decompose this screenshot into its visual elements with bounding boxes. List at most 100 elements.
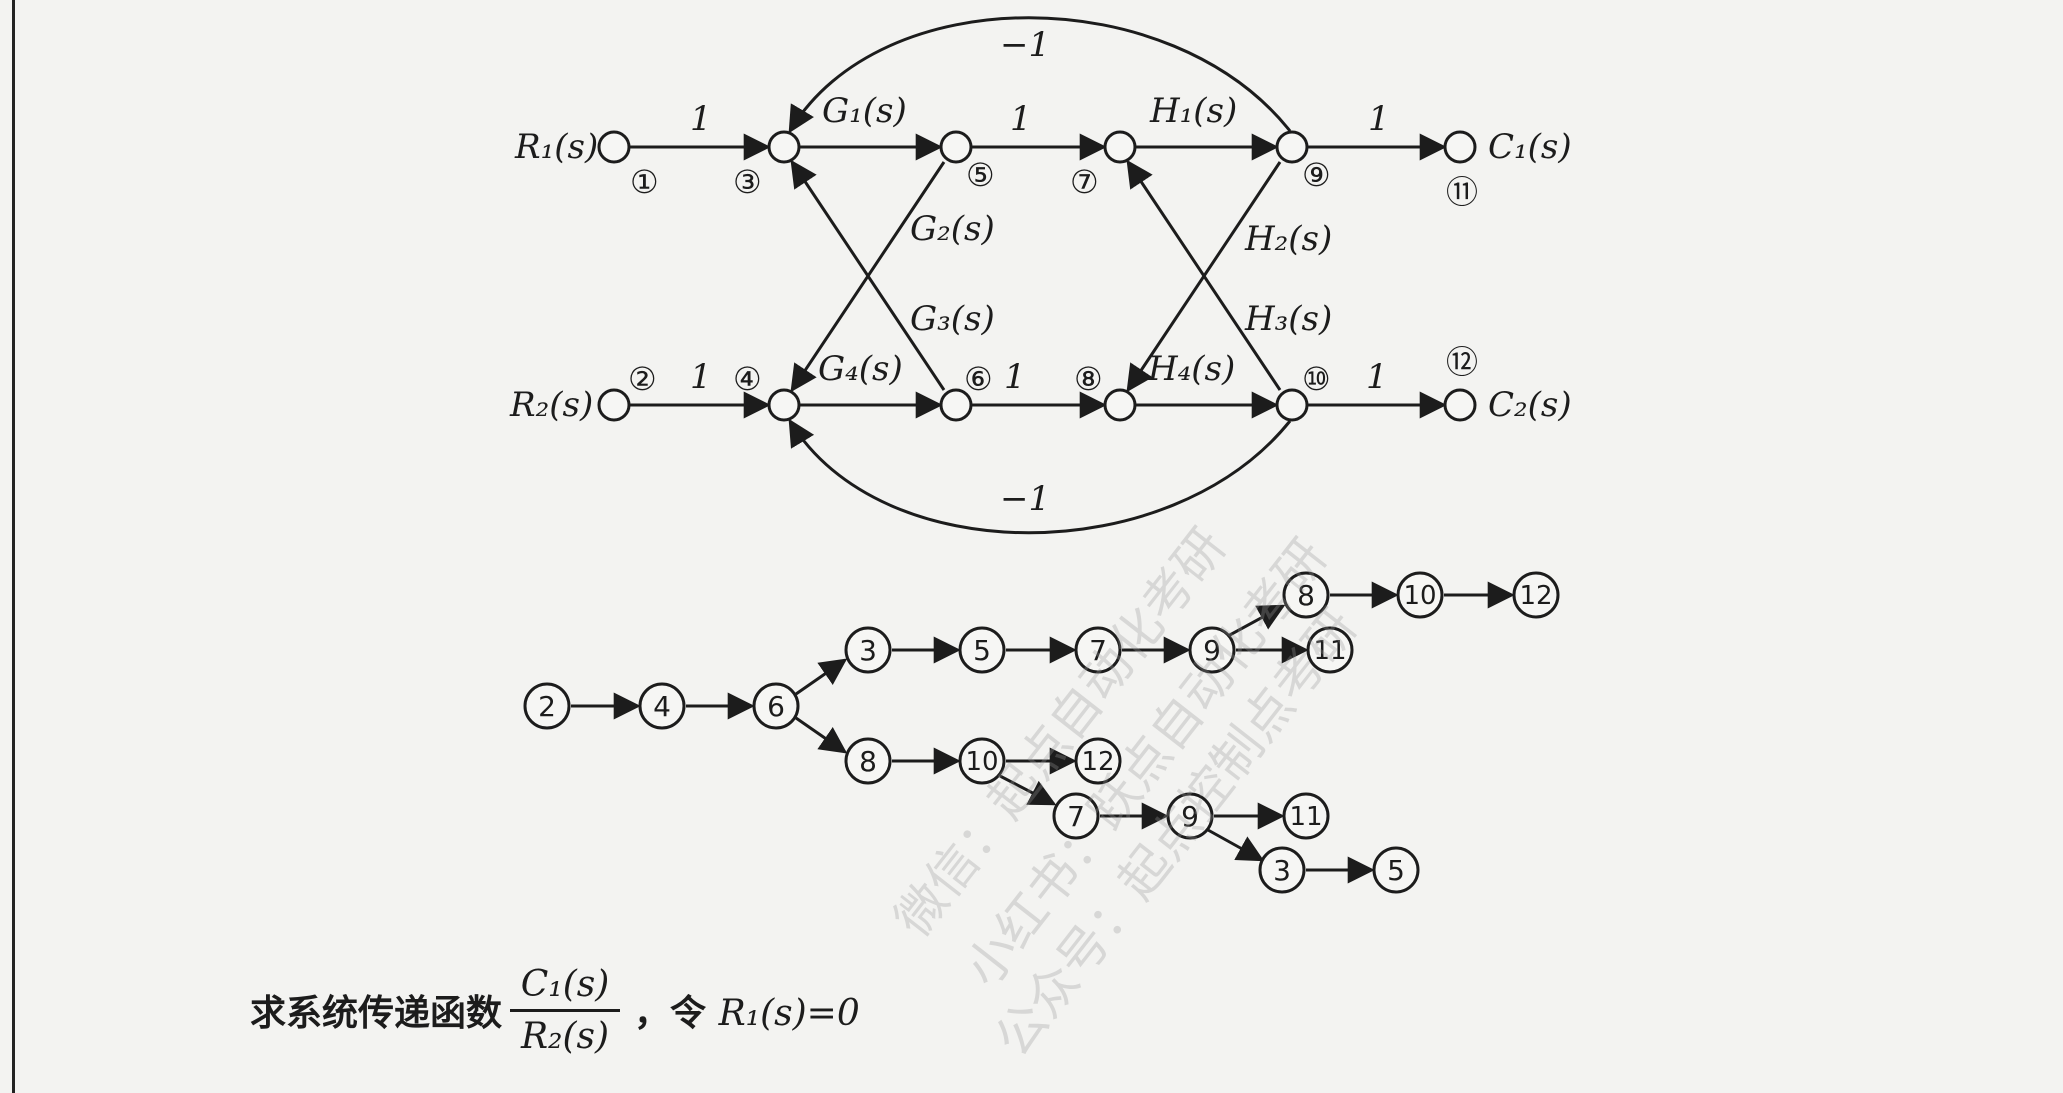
gain-10-4: −1 bbox=[1000, 479, 1050, 519]
tree-node-3 bbox=[844, 626, 892, 674]
tree-node-9b bbox=[1166, 792, 1214, 840]
question-suffix: ，令 R₁(s)=0 bbox=[634, 984, 860, 1036]
tree-edge-6-8 bbox=[795, 716, 848, 754]
tree-node-3b bbox=[1258, 846, 1306, 894]
tree-edge-9-8 bbox=[1227, 604, 1286, 638]
page-border bbox=[12, 0, 15, 1093]
tree-label-11b: 11 bbox=[1289, 802, 1322, 832]
tree-node-9 bbox=[1188, 626, 1236, 674]
tree-node-2 bbox=[523, 682, 571, 730]
signal-r2-label: R₂(s) bbox=[509, 385, 593, 425]
sfg-node-label-2: ② bbox=[628, 360, 657, 398]
tree-label-9: 9 bbox=[1203, 634, 1221, 667]
gain-6-8: 1 bbox=[1004, 357, 1026, 397]
sfg-node-9 bbox=[1275, 130, 1309, 164]
signal-c1-label: C₁(s) bbox=[1488, 127, 1572, 167]
sfg-node-label-7: ⑦ bbox=[1070, 163, 1099, 201]
edge-10-4-feedback bbox=[788, 418, 1292, 535]
sfg-node-1 bbox=[597, 130, 631, 164]
tree-label-7: 7 bbox=[1089, 634, 1107, 667]
tree-label-5: 5 bbox=[973, 634, 991, 667]
gain-1-3: 1 bbox=[690, 99, 712, 139]
signal-flow-graph bbox=[630, 16, 1447, 535]
tree-edge-10-7 bbox=[999, 774, 1057, 806]
sfg-node-11 bbox=[1443, 130, 1477, 164]
tree-label-4: 4 bbox=[653, 690, 671, 723]
tree-label-10: 10 bbox=[1403, 581, 1436, 611]
tree-label-2: 2 bbox=[538, 690, 556, 723]
tree-label-11: 11 bbox=[1313, 636, 1346, 666]
watermark: 微信：起点自动化考研 小红书：跃点自动化考研 公众号：起点控制点考研 bbox=[884, 518, 1368, 1068]
tree-label-8b: 8 bbox=[859, 745, 877, 778]
gain-7-9: H₁(s) bbox=[1149, 91, 1237, 131]
signal-r1-label: R₁(s) bbox=[514, 127, 598, 167]
path-tree-nodes bbox=[523, 571, 1560, 894]
sfg-node-label-5: ⑤ bbox=[966, 156, 995, 194]
sfg-node-numbers: ① ③ ⑤ ⑦ ⑨ ⑪ ② ④ ⑥ ⑧ ⑩ ⑫ bbox=[628, 156, 1478, 398]
fraction-bar bbox=[510, 1008, 621, 1012]
sfg-node-8 bbox=[1103, 388, 1137, 422]
tree-node-4 bbox=[638, 682, 686, 730]
gain-4-6: G₄(s) bbox=[818, 349, 903, 389]
tree-label-3b: 3 bbox=[1273, 854, 1291, 887]
question-text: 求系统传递函数 C₁(s) R₂(s) ，令 R₁(s)=0 bbox=[250, 950, 860, 1070]
question-suffix-text: ，令 bbox=[634, 992, 707, 1034]
tree-label-3: 3 bbox=[859, 634, 877, 667]
gain-9-8: H₂(s) bbox=[1244, 219, 1332, 259]
tree-label-6: 6 bbox=[767, 690, 785, 723]
tree-node-11 bbox=[1306, 626, 1354, 674]
tree-node-11b bbox=[1282, 792, 1330, 840]
path-tree-node-numbers: 2 4 6 3 5 7 9 8 10 12 11 8 10 12 7 9 11 … bbox=[538, 579, 1552, 887]
sfg-node-12 bbox=[1443, 388, 1477, 422]
tree-edge-6-3 bbox=[795, 658, 848, 696]
tree-node-5b bbox=[1372, 846, 1420, 894]
sfg-node-label-9: ⑨ bbox=[1302, 156, 1331, 194]
gain-3-5: G₁(s) bbox=[822, 91, 907, 131]
sfg-node-label-10: ⑩ bbox=[1302, 360, 1331, 398]
sfg-node-label-3: ③ bbox=[733, 163, 762, 201]
fraction-denominator: R₂(s) bbox=[520, 1015, 610, 1057]
tree-node-6 bbox=[752, 682, 800, 730]
tree-node-7b bbox=[1052, 792, 1100, 840]
edge-6-3 bbox=[790, 159, 946, 391]
gain-10-12: 1 bbox=[1366, 357, 1388, 397]
edge-9-3-feedback bbox=[788, 16, 1292, 134]
question-prefix: 求系统传递函数 bbox=[250, 992, 503, 1034]
tree-node-7 bbox=[1074, 626, 1122, 674]
tree-node-10b bbox=[958, 737, 1006, 785]
sfg-node-label-1: ① bbox=[630, 163, 659, 201]
transfer-function-fraction: C₁(s) R₂(s) bbox=[510, 963, 621, 1057]
sfg-node-label-6: ⑥ bbox=[964, 360, 993, 398]
tree-node-8b bbox=[844, 737, 892, 785]
fraction-numerator: C₁(s) bbox=[520, 963, 610, 1005]
gain-8-10: H₄(s) bbox=[1147, 349, 1235, 389]
sfg-node-4 bbox=[767, 388, 801, 422]
tree-label-7b: 7 bbox=[1067, 800, 1085, 833]
signal-c2-label: C₂(s) bbox=[1488, 385, 1572, 425]
tree-edge-9-3 bbox=[1207, 828, 1265, 862]
tree-node-8 bbox=[1282, 571, 1330, 619]
tree-label-10b: 10 bbox=[965, 747, 998, 777]
edge-10-7 bbox=[1126, 159, 1282, 391]
gain-9-11: 1 bbox=[1368, 99, 1390, 139]
sfg-node-6 bbox=[939, 388, 973, 422]
sfg-signal-labels: R₁(s) R₂(s) C₁(s) C₂(s) bbox=[509, 127, 1572, 425]
gain-10-7: H₃(s) bbox=[1244, 299, 1332, 339]
sfg-node-label-12: ⑫ bbox=[1446, 343, 1478, 381]
sfg-node-7 bbox=[1103, 130, 1137, 164]
sfg-node-label-11: ⑪ bbox=[1446, 173, 1478, 211]
gain-9-3: −1 bbox=[1000, 25, 1050, 65]
sfg-gain-labels: 1 G₁(s) 1 H₁(s) 1 1 G₄(s) 1 H₄(s) 1 G₂(s… bbox=[690, 25, 1390, 519]
tree-label-12b: 12 bbox=[1081, 747, 1114, 777]
sfg-nodes bbox=[597, 130, 1477, 422]
sfg-node-5 bbox=[939, 130, 973, 164]
question-condition: R₁(s)=0 bbox=[718, 993, 860, 1034]
tree-label-9b: 9 bbox=[1181, 800, 1199, 833]
path-tree bbox=[571, 581, 1515, 884]
sfg-node-label-4: ④ bbox=[733, 360, 762, 398]
tree-label-5b: 5 bbox=[1387, 854, 1405, 887]
gain-6-3: G₃(s) bbox=[910, 299, 995, 339]
tree-node-12 bbox=[1512, 571, 1560, 619]
